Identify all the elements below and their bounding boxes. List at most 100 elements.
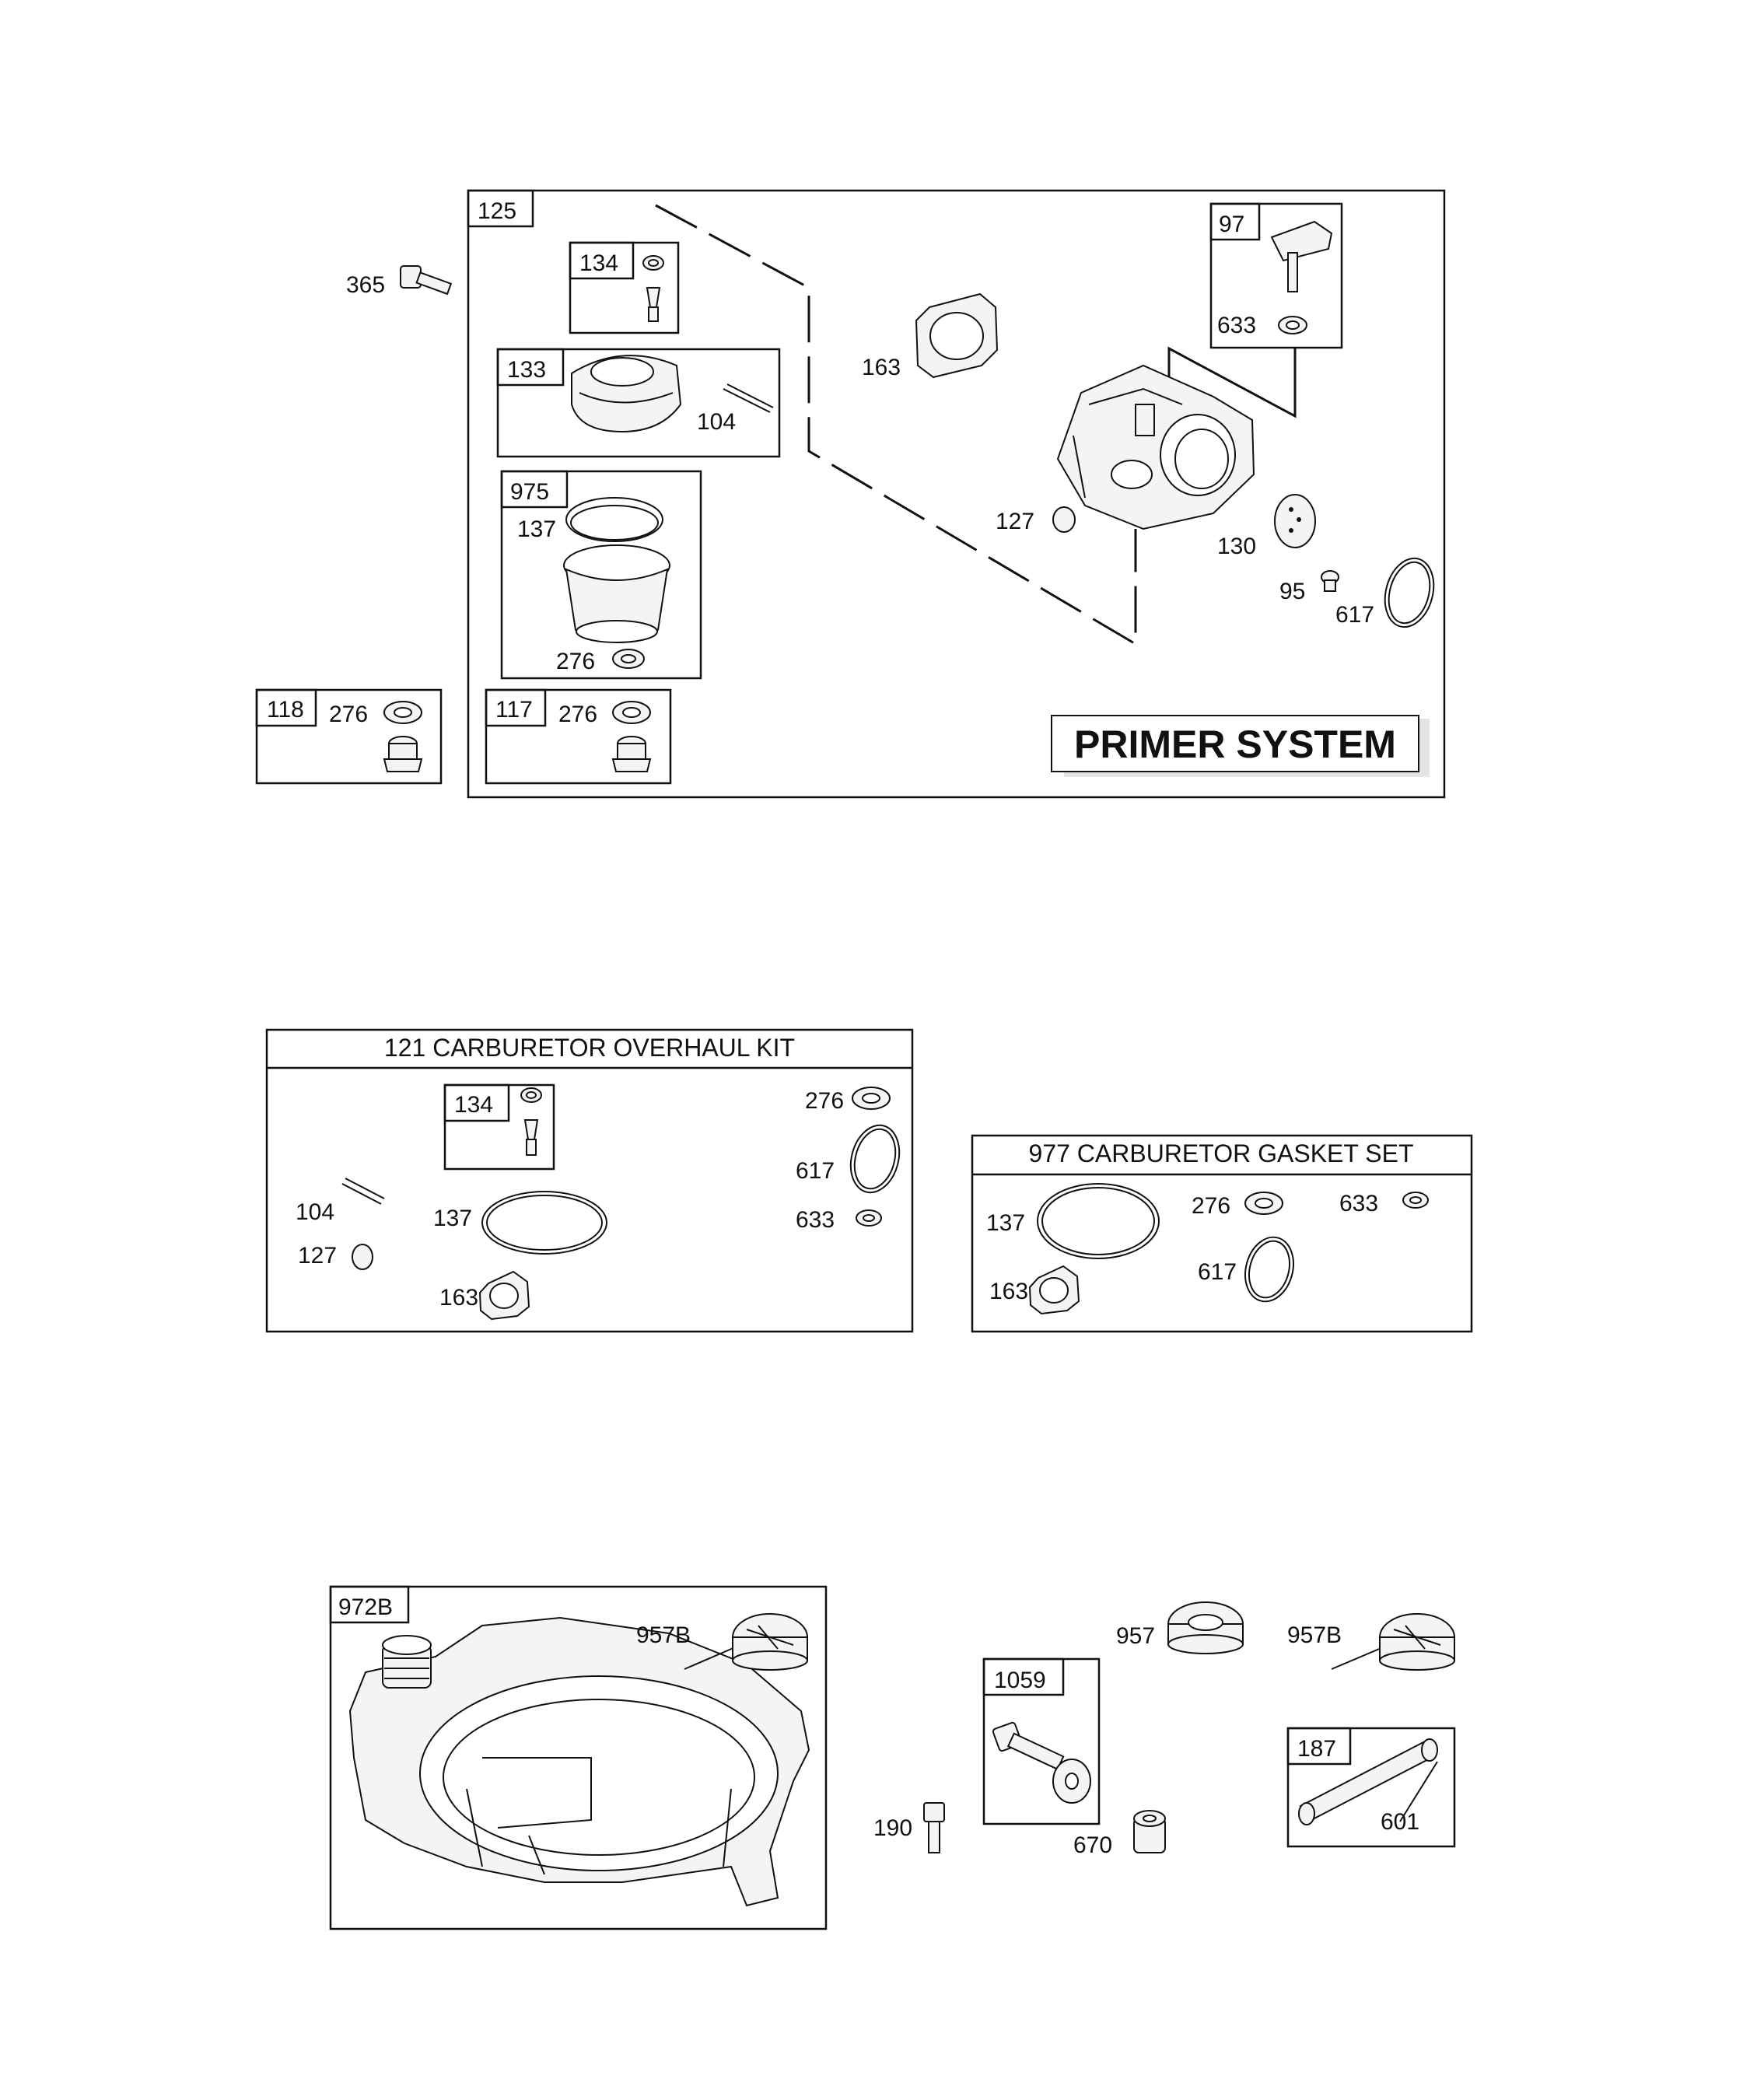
overhaul-ring-137-icon	[481, 1191, 607, 1255]
bowl-icon	[563, 497, 670, 643]
box-1059-tag	[982, 1657, 1065, 1696]
part-95-label: 95	[1279, 579, 1305, 604]
bolt-365-icon	[400, 265, 453, 296]
box-125-label: 125	[478, 198, 516, 224]
box-125-frame	[467, 189, 1446, 799]
primer-system-label-frame	[1051, 715, 1419, 772]
box-972b-label: 972B	[338, 1594, 393, 1620]
primer-system-section: 125 365 134 133 104 975	[255, 189, 1446, 799]
overhaul-needle-icon	[520, 1087, 542, 1156]
overhaul-part-163-label: 163	[439, 1285, 478, 1311]
fuel-cap-957b-icon-a	[732, 1613, 808, 1671]
part-276-label: 276	[556, 649, 595, 674]
part-601-label: 601	[1381, 1809, 1419, 1835]
box-1059-label: 1059	[994, 1668, 1046, 1693]
part-633-label: 633	[1217, 313, 1256, 338]
box-97-frame	[1209, 202, 1343, 349]
box-118-frame	[255, 688, 443, 785]
overhaul-part-127-label: 127	[298, 1243, 337, 1269]
overhaul-part-633-label: 633	[796, 1207, 835, 1233]
part-670-label: 670	[1073, 1832, 1112, 1858]
box-187-label: 187	[1297, 1736, 1336, 1762]
plug-117-icon	[611, 736, 652, 772]
box-972b-tag	[329, 1585, 410, 1624]
gasket-part-137-label: 137	[986, 1210, 1025, 1236]
box-118-label: 118	[267, 697, 304, 723]
box-97-tag	[1209, 202, 1261, 241]
fuel-line-187-icon	[1298, 1738, 1438, 1825]
part-190-label: 190	[873, 1815, 912, 1841]
part-957-label: 957	[1116, 1623, 1155, 1649]
plug-127-icon	[1052, 506, 1076, 533]
part-276-label-118: 276	[329, 702, 368, 727]
part-365-label: 365	[346, 272, 385, 298]
part-130-label: 130	[1217, 534, 1256, 559]
float-icon	[571, 355, 682, 433]
box-975-frame	[500, 470, 702, 680]
spacer-670-icon	[1133, 1810, 1166, 1853]
box-975-tag	[500, 470, 569, 509]
part-617-label: 617	[1335, 602, 1374, 628]
gasket-part-276-label: 276	[1192, 1193, 1230, 1219]
overhaul-part-137-label: 137	[433, 1206, 472, 1231]
overhaul-part-617-label: 617	[796, 1158, 835, 1184]
primer-system-title: PRIMER SYSTEM	[1074, 723, 1396, 766]
overhaul-kit-section: 121 CARBURETOR OVERHAUL KIT 134 276 617 …	[265, 1028, 914, 1333]
fuel-tank-icon	[348, 1616, 810, 1907]
box-134-tag	[569, 241, 635, 280]
box-125-tag	[467, 189, 534, 228]
box-117-frame	[485, 688, 672, 785]
box-133-tag	[496, 348, 565, 387]
gasket-part-633-label: 633	[1339, 1191, 1378, 1216]
box-97-label: 97	[1219, 212, 1244, 237]
gasket-part-163-label: 163	[989, 1279, 1028, 1304]
gasket-set-title: 977 CARBURETOR GASKET SET	[1029, 1139, 1414, 1167]
overhaul-kit-frame	[265, 1028, 914, 1333]
pin-104-icon	[723, 388, 771, 413]
screw-95-icon	[1321, 570, 1339, 592]
gasket-part-617-label: 617	[1198, 1259, 1237, 1285]
carburetor-body-icon	[1056, 364, 1255, 530]
part-127-label: 127	[996, 509, 1034, 534]
overhaul-kit-title: 121 CARBURETOR OVERHAUL KIT	[384, 1034, 795, 1062]
needle-valve-icon	[642, 255, 664, 322]
oring-617-icon	[1384, 557, 1435, 628]
bolt-190-icon	[923, 1802, 945, 1853]
fuel-tank-section: 972B 957B 957 957B	[329, 1585, 1456, 1930]
part-137-label: 137	[517, 516, 556, 542]
assembly-leader-line	[655, 204, 1137, 646]
box-117-label: 117	[495, 697, 533, 723]
plate-130-icon	[1274, 494, 1316, 548]
box-133-frame	[496, 348, 781, 458]
part-957b-label-a: 957B	[636, 1622, 691, 1648]
box-117-tag	[485, 688, 547, 727]
box-975-label: 975	[510, 479, 549, 505]
overhaul-plug-127-icon	[352, 1244, 373, 1270]
fuel-cap-957b-icon-b	[1379, 1613, 1455, 1671]
gasket-oring-617-icon	[1244, 1236, 1294, 1303]
box-187-frame	[1286, 1727, 1456, 1848]
box-972b-frame	[329, 1585, 828, 1930]
box-187-tag	[1286, 1727, 1352, 1766]
overhaul-box-134-label: 134	[454, 1092, 493, 1118]
box-134-label: 134	[579, 250, 618, 276]
plug-118-icon	[383, 736, 423, 772]
part-163-label: 163	[862, 355, 901, 380]
part-957b-label-b: 957B	[1287, 1622, 1342, 1648]
primer-lever-icon	[1270, 220, 1333, 292]
overhaul-part-104-label: 104	[296, 1199, 334, 1225]
fuel-cap-957-icon	[1167, 1601, 1244, 1654]
overhaul-pin-104-icon	[341, 1183, 382, 1205]
gasket-ring-137-icon	[1037, 1183, 1160, 1259]
part-276-label-117: 276	[558, 702, 597, 727]
part-104-label: 104	[697, 409, 736, 435]
bolt-1059-icon	[992, 1721, 1091, 1804]
overhaul-part-276-label: 276	[805, 1088, 844, 1114]
gasket-set-frame	[971, 1134, 1473, 1333]
overhaul-oring-617-icon	[849, 1124, 901, 1194]
gasket-set-section: 977 CARBURETOR GASKET SET 137 276 633 61…	[971, 1134, 1473, 1333]
overhaul-box-134-tag	[443, 1083, 510, 1122]
box-118-tag	[255, 688, 317, 727]
box-133-label: 133	[507, 357, 546, 383]
